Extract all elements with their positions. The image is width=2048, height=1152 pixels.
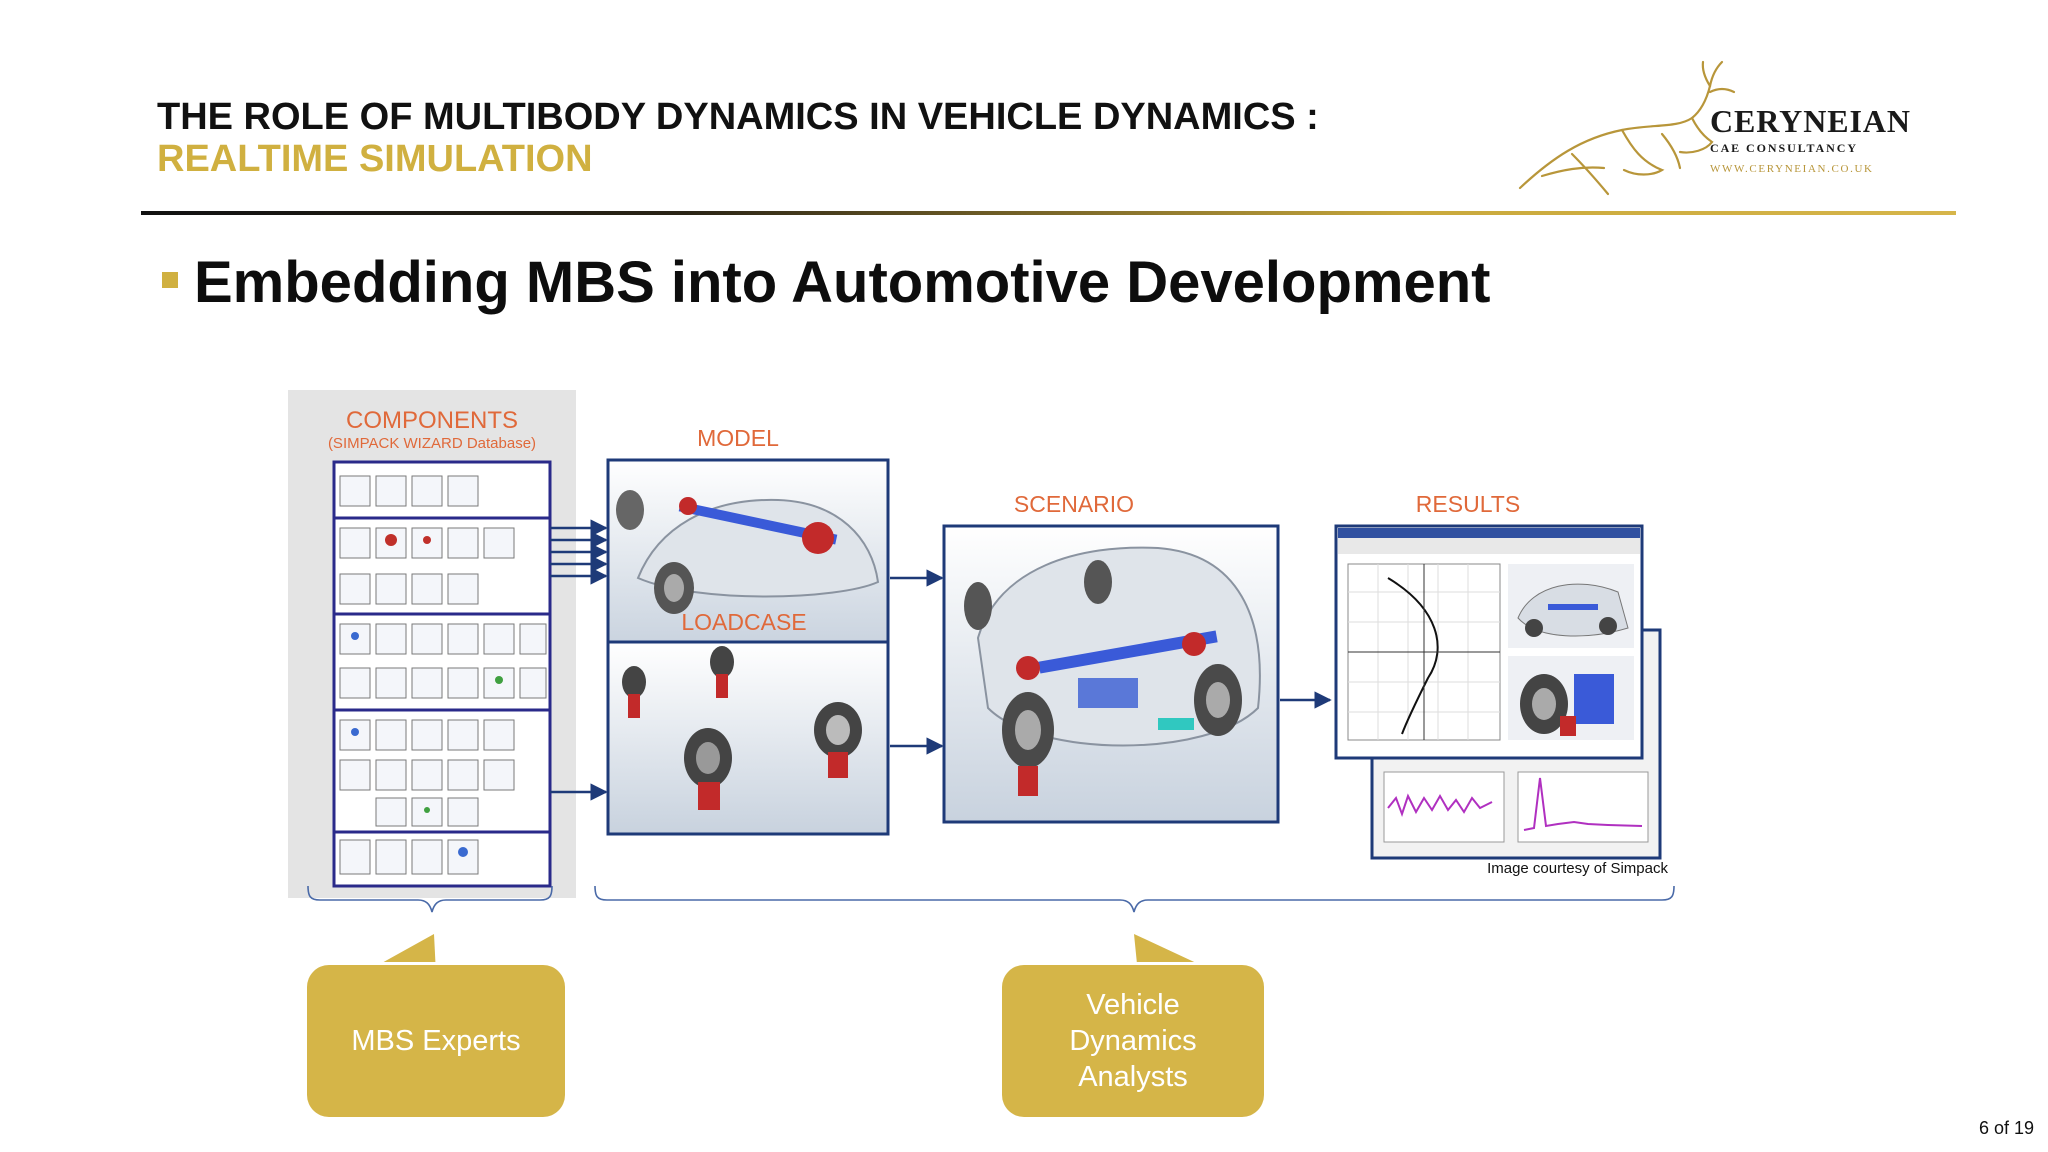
model-panel <box>606 458 890 652</box>
callout-vda-line2: Dynamics <box>1069 1025 1197 1057</box>
slide-title: THE ROLE OF MULTIBODY DYNAMICS IN VEHICL… <box>157 96 1319 138</box>
brace-mbs <box>307 885 553 913</box>
callout-vehicle-dynamics-analysts: Vehicle Dynamics Analysts <box>1002 965 1264 1117</box>
scenario-label: SCENARIO <box>1014 491 1134 517</box>
results-panel <box>1334 524 1662 860</box>
callout-pointer-mbs <box>383 934 436 962</box>
components-subtitle: (SIMPACK WIZARD Database) <box>328 435 536 452</box>
callout-vda-line3: Analysts <box>1078 1061 1188 1093</box>
scenario-panel <box>942 524 1280 824</box>
callout-pointer-vda <box>1134 934 1195 962</box>
bullet-heading: Embedding MBS into Automotive Developmen… <box>194 250 1491 315</box>
stag-icon <box>1518 60 1736 196</box>
bullet-square-icon <box>162 272 178 288</box>
callout-vda-line1: Vehicle <box>1086 989 1180 1021</box>
callout-mbs-experts: MBS Experts <box>307 965 565 1117</box>
logo-tagline: CAE CONSULTANCY <box>1710 141 1856 155</box>
loadcase-panel <box>606 640 890 836</box>
ceryneian-logo: CERYNEIAN CAE CONSULTANCY WWW.CERYNEIAN.… <box>1518 60 1910 196</box>
header-divider <box>141 211 1956 215</box>
logo-url: WWW.CERYNEIAN.CO.UK <box>1710 163 1872 175</box>
image-credit: Image courtesy of Simpack <box>1487 860 1668 877</box>
components-panel: COMPONENTS (SIMPACK WIZARD Database) <box>288 390 576 898</box>
brace-vda <box>594 885 1675 913</box>
results-label: RESULTS <box>1416 491 1520 517</box>
mbs-workflow-figure: COMPONENTS (SIMPACK WIZARD Database) <box>288 390 1662 898</box>
model-label: MODEL <box>697 425 779 451</box>
callout-mbs-text: MBS Experts <box>351 1025 521 1057</box>
page-number: 6 of 19 <box>1978 1118 2034 1138</box>
loadcase-label: LOADCASE <box>681 609 806 635</box>
components-title: COMPONENTS <box>346 407 518 434</box>
callout-vda-text: Vehicle Dynamics Analysts <box>1069 987 1196 1095</box>
grouping-braces <box>307 885 1675 962</box>
logo-name: CERYNEIAN <box>1710 103 1910 139</box>
slide-subtitle: REALTIME SIMULATION <box>157 138 593 180</box>
